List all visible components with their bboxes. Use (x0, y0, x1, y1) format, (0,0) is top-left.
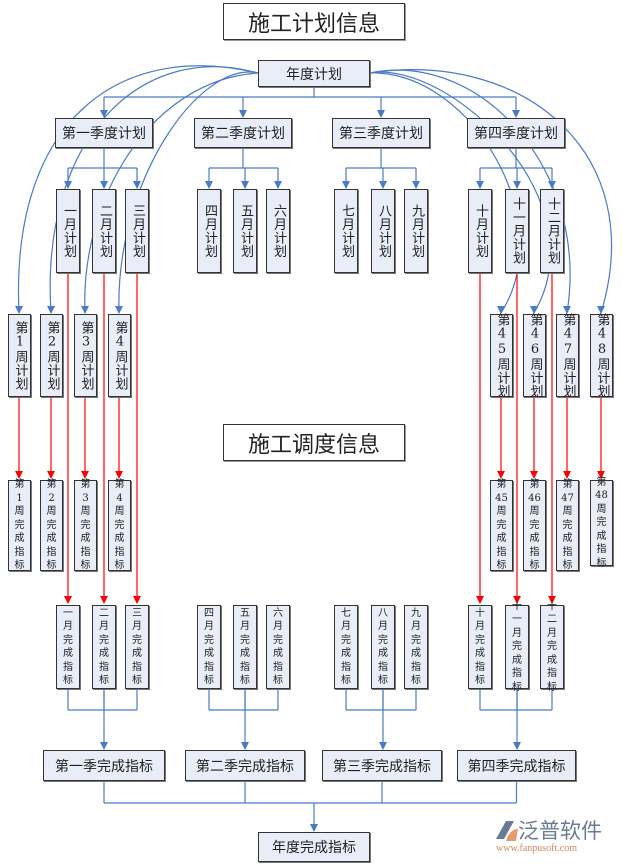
quarter-completion-box: 第四季完成指标 (457, 750, 576, 781)
annual-to-quarter-bus (104, 87, 516, 98)
quarter-plan-box: 第二季度计划 (194, 118, 292, 148)
month-plan-box-label: 五月计划 (238, 204, 253, 258)
month-plan-box: 十一月计划 (505, 189, 529, 273)
month-plan-box-label: 七月计划 (339, 204, 354, 258)
month-plan-box-label: 三月计划 (130, 204, 145, 258)
month-plan-box-label: 一月计划 (61, 204, 76, 258)
month-plan-box: 三月计划 (125, 189, 149, 273)
month-plan-box-label: 十月计划 (473, 204, 488, 258)
week-plan-box-label: 第2周计划 (44, 320, 60, 391)
month-plan-box: 八月计划 (371, 189, 395, 273)
month-completion-box: 六月完成指标 (266, 605, 290, 689)
week-plan-box: 第2周计划 (40, 314, 63, 397)
month-plan-box: 一月计划 (56, 189, 80, 273)
logo-mark-icon (496, 821, 518, 841)
month-completion-box: 三月完成指标 (125, 605, 149, 689)
week-plan-box-label: 第3周计划 (78, 320, 94, 391)
week-plan-box-label: 第1周计划 (12, 320, 28, 391)
annual-to-week-curve (115, 71, 259, 314)
plan-section-title: 施工计划信息 (223, 3, 405, 40)
month-plan-box: 十月计划 (468, 189, 492, 273)
annual-plan-box: 年度计划 (258, 60, 370, 87)
quarter-to-month-bus (346, 148, 416, 169)
logo-name: 泛普软件 (518, 819, 602, 843)
dispatch-section-title: 施工调度信息 (223, 424, 405, 461)
week-plan-box: 第48周计划 (590, 313, 613, 398)
quarter-completion-box: 第一季完成指标 (43, 750, 165, 781)
month-completion-box: 九月完成指标 (404, 605, 428, 689)
week-plan-box-label: 第45周计划 (494, 313, 510, 398)
month-plan-box-label: 四月计划 (202, 204, 217, 258)
week-plan-box-label: 第46周计划 (527, 313, 543, 398)
quarter-plan-box: 第一季度计划 (55, 118, 153, 148)
month-completion-box: 一月完成指标 (56, 605, 80, 689)
month-plan-box: 九月计划 (404, 189, 428, 273)
month-completion-box: 四月完成指标 (197, 605, 221, 689)
month-completion-box: 八月完成指标 (371, 605, 395, 689)
week-plan-box: 第46周计划 (523, 313, 546, 398)
month-plan-box: 十二月计划 (540, 189, 564, 273)
quarter-completion-box: 第三季完成指标 (322, 750, 442, 781)
month-completion-box: 十二月完成指标 (540, 601, 564, 693)
month-plan-box-label: 十二月计划 (545, 197, 560, 265)
month-completion-box: 十月完成指标 (468, 605, 492, 689)
week-plan-box-label: 第48周计划 (594, 313, 610, 398)
logo-url: www.fanpusoft.com (496, 843, 578, 854)
quarter-plan-box: 第四季度计划 (467, 118, 565, 148)
week-plan-box-label: 第47周计划 (560, 313, 576, 398)
month-plan-box-label: 二月计划 (97, 204, 112, 258)
annual-to-week-curve (47, 66, 259, 314)
month-plan-box: 五月计划 (233, 189, 257, 273)
month-plan-box: 四月计划 (197, 189, 221, 273)
month-completion-box: 五月完成指标 (233, 605, 257, 689)
quarter-completion-box: 第二季完成指标 (185, 750, 305, 781)
week-plan-box: 第3周计划 (74, 314, 97, 397)
quarter-plan-box: 第三季度计划 (332, 118, 430, 148)
annual-completion-box: 年度完成指标 (258, 832, 370, 862)
month-completion-box: 二月完成指标 (92, 605, 116, 689)
month-plan-box-label: 八月计划 (376, 204, 391, 258)
month-completion-box: 十一月完成指标 (505, 601, 529, 693)
week-plan-box: 第1周计划 (8, 314, 31, 397)
month-plan-box: 六月计划 (266, 189, 290, 273)
month-plan-box-label: 六月计划 (271, 204, 286, 258)
month-completion-box: 七月完成指标 (334, 605, 358, 689)
week-plan-box: 第4周计划 (108, 314, 131, 397)
month-plan-box-label: 十一月计划 (510, 197, 525, 265)
week-plan-box: 第45周计划 (490, 313, 513, 398)
week-plan-box: 第47周计划 (556, 313, 579, 398)
week-plan-box-label: 第4周计划 (112, 320, 128, 391)
annual-to-week-curve (15, 65, 259, 314)
month-plan-box: 七月计划 (334, 189, 358, 273)
quarter-to-month-bus (68, 148, 137, 169)
month-plan-box: 二月计划 (92, 189, 116, 273)
quarter-to-month-bus (209, 148, 278, 169)
month-plan-box-label: 九月计划 (409, 204, 424, 258)
